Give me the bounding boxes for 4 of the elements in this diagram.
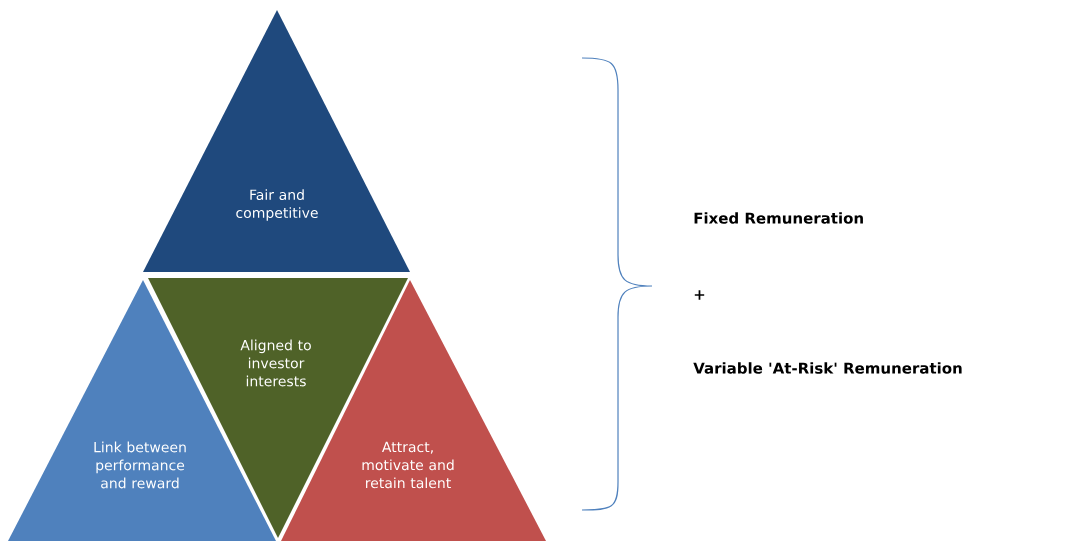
label-text: Variable 'At-Risk' Remuneration [693,362,962,374]
label-text: Fixed Remuneration [694,212,863,224]
label-text: + [694,290,705,300]
triangle: Fair and competitive [143,10,410,272]
